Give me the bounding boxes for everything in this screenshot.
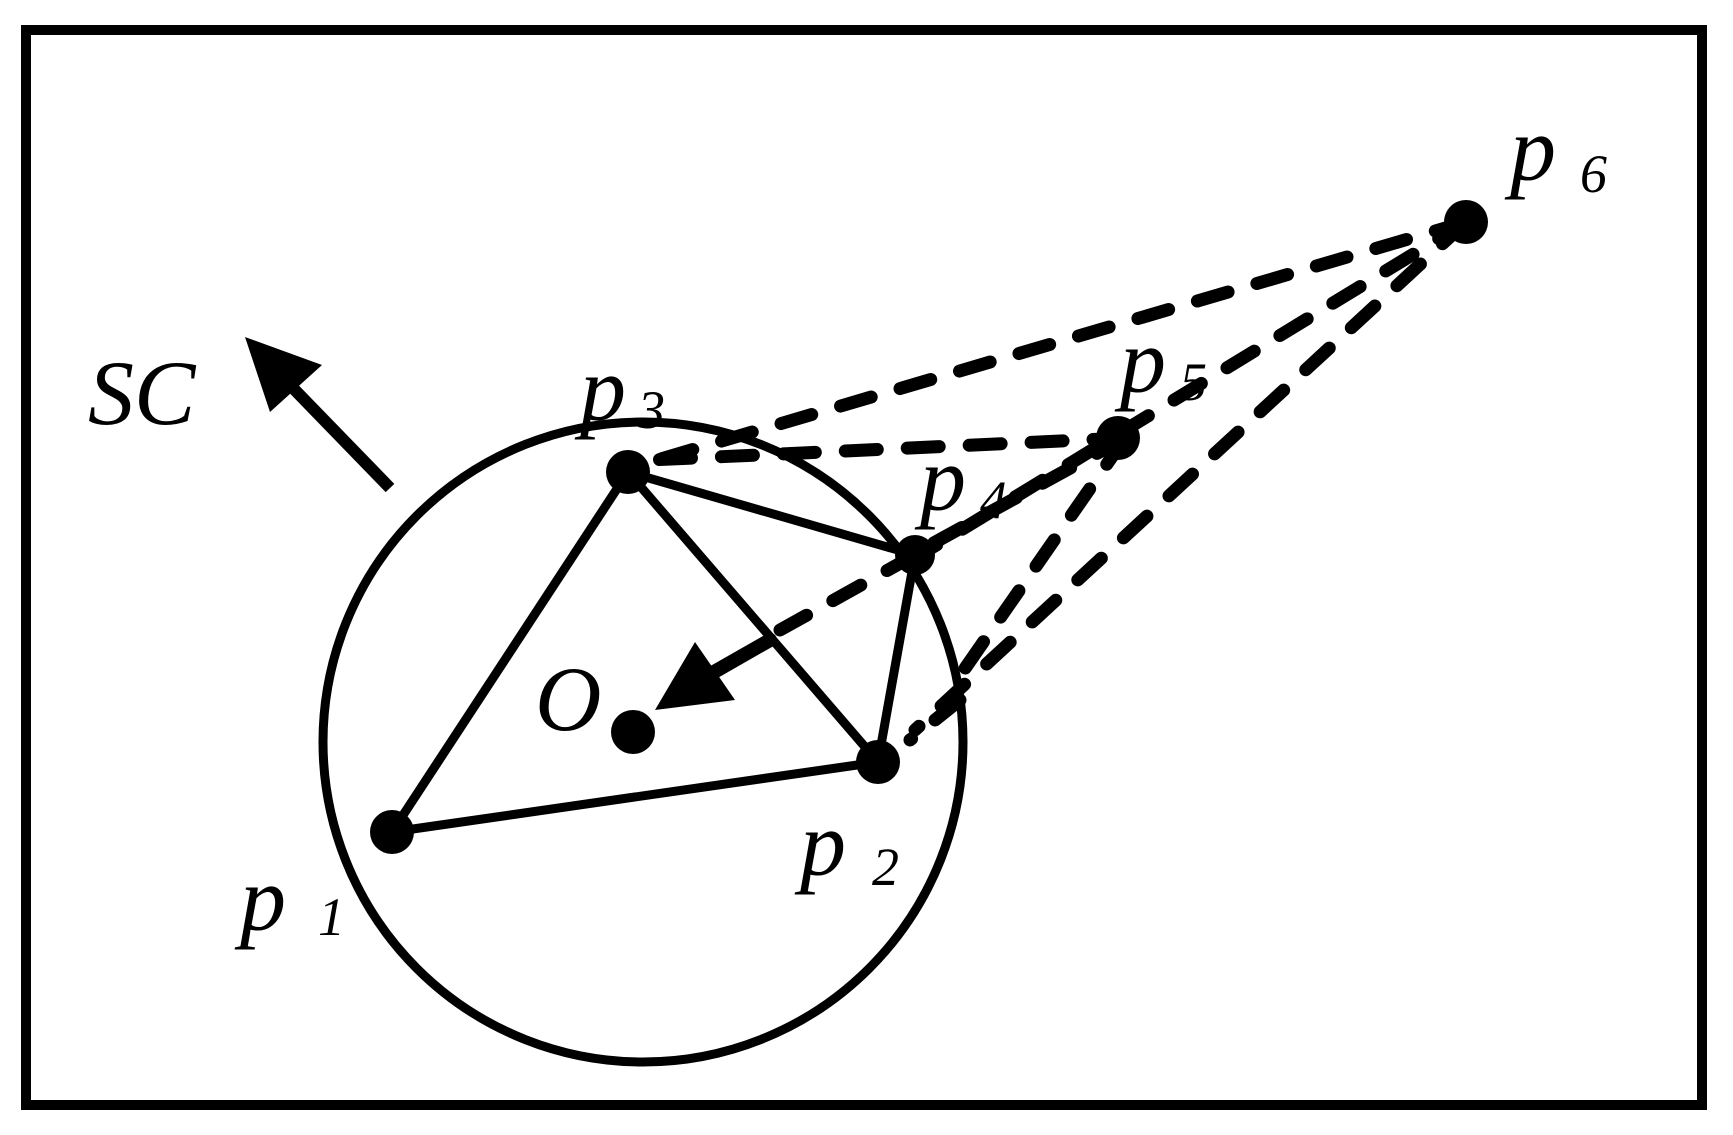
label-p2-sub: 2 xyxy=(872,837,899,897)
edge-p3-p4 xyxy=(623,467,920,560)
dashed-ray-p5-p3 xyxy=(643,431,1132,467)
point-p6 xyxy=(1444,200,1488,244)
label-o: O xyxy=(535,648,601,750)
point-p5 xyxy=(1096,416,1140,460)
point-p2 xyxy=(856,740,900,784)
label-p1: p xyxy=(234,848,286,950)
dashed-ray-p5-p2 xyxy=(943,431,1132,697)
dashed-ray-p6-p3 xyxy=(623,215,1473,475)
points xyxy=(370,200,1488,854)
dashed-ray-p2-tail xyxy=(903,693,967,747)
point-p3 xyxy=(606,450,650,494)
point-o xyxy=(611,710,655,754)
label-p2: p xyxy=(794,793,846,895)
label-p4-sub: 4 xyxy=(980,470,1007,530)
dashed-rays-from-p4 xyxy=(773,548,967,747)
enclosing-circle xyxy=(318,417,968,1067)
label-p1-sub: 1 xyxy=(318,887,345,947)
label-p6: p xyxy=(1504,98,1556,200)
point-p4 xyxy=(895,535,935,575)
dashed-ray-p5-p4 xyxy=(923,431,1132,552)
dashed-rays-from-p5 xyxy=(643,431,1132,697)
edge-p1-p3 xyxy=(387,467,633,837)
dashed-ray-p4-o xyxy=(773,548,922,637)
point-p1 xyxy=(370,810,414,854)
diagram-frame xyxy=(21,25,1707,1110)
label-p5: p xyxy=(1114,310,1166,412)
label-p6-sub: 6 xyxy=(1580,144,1607,204)
edge-p4-p2 xyxy=(873,550,920,767)
label-p3-sub: 3 xyxy=(637,380,665,440)
polygon-edges xyxy=(387,467,920,837)
label-p4: p xyxy=(914,428,966,530)
label-p5-sub: 5 xyxy=(1180,352,1207,412)
sc-direction-arrow xyxy=(245,337,395,493)
label-p3: p xyxy=(574,338,626,440)
dashed-ray-p6-p2 xyxy=(908,215,1473,737)
edge-p3-p2 xyxy=(623,467,883,767)
edge-p1-p2 xyxy=(387,757,883,837)
arrow-toward-center xyxy=(655,633,777,710)
label-sc: SC xyxy=(88,342,197,444)
